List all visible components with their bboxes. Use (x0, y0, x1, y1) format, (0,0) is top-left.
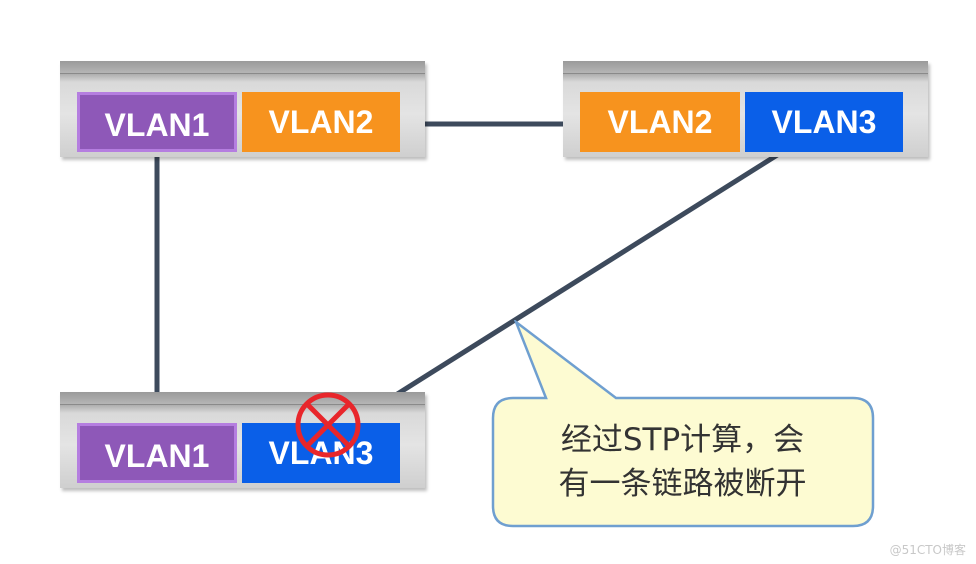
port-vlan1: VLAN1 (77, 92, 237, 152)
watermark: @51CTO博客 (889, 543, 966, 557)
callout-bubble (491, 320, 875, 528)
callout-line-1: 经过STP计算，会 (560, 422, 805, 458)
callout-line-2: 有一条链路被断开 (558, 466, 807, 502)
port-vlan3: VLAN3 (745, 92, 903, 152)
blocked-x-icon (295, 392, 361, 458)
callout-text: 经过STP计算，会 有一条链路被断开 (505, 418, 860, 506)
switch-top-left: VLAN1 VLAN2 (60, 61, 425, 157)
switch-top-right: VLAN2 VLAN3 (563, 61, 928, 157)
port-vlan2: VLAN2 (580, 92, 740, 152)
port-vlan1: VLAN1 (77, 423, 237, 483)
port-vlan2: VLAN2 (242, 92, 400, 152)
link-vlan3-to-vlan3-blocked (354, 149, 784, 423)
switch-bottom: VLAN1 VLAN3 (60, 392, 425, 488)
